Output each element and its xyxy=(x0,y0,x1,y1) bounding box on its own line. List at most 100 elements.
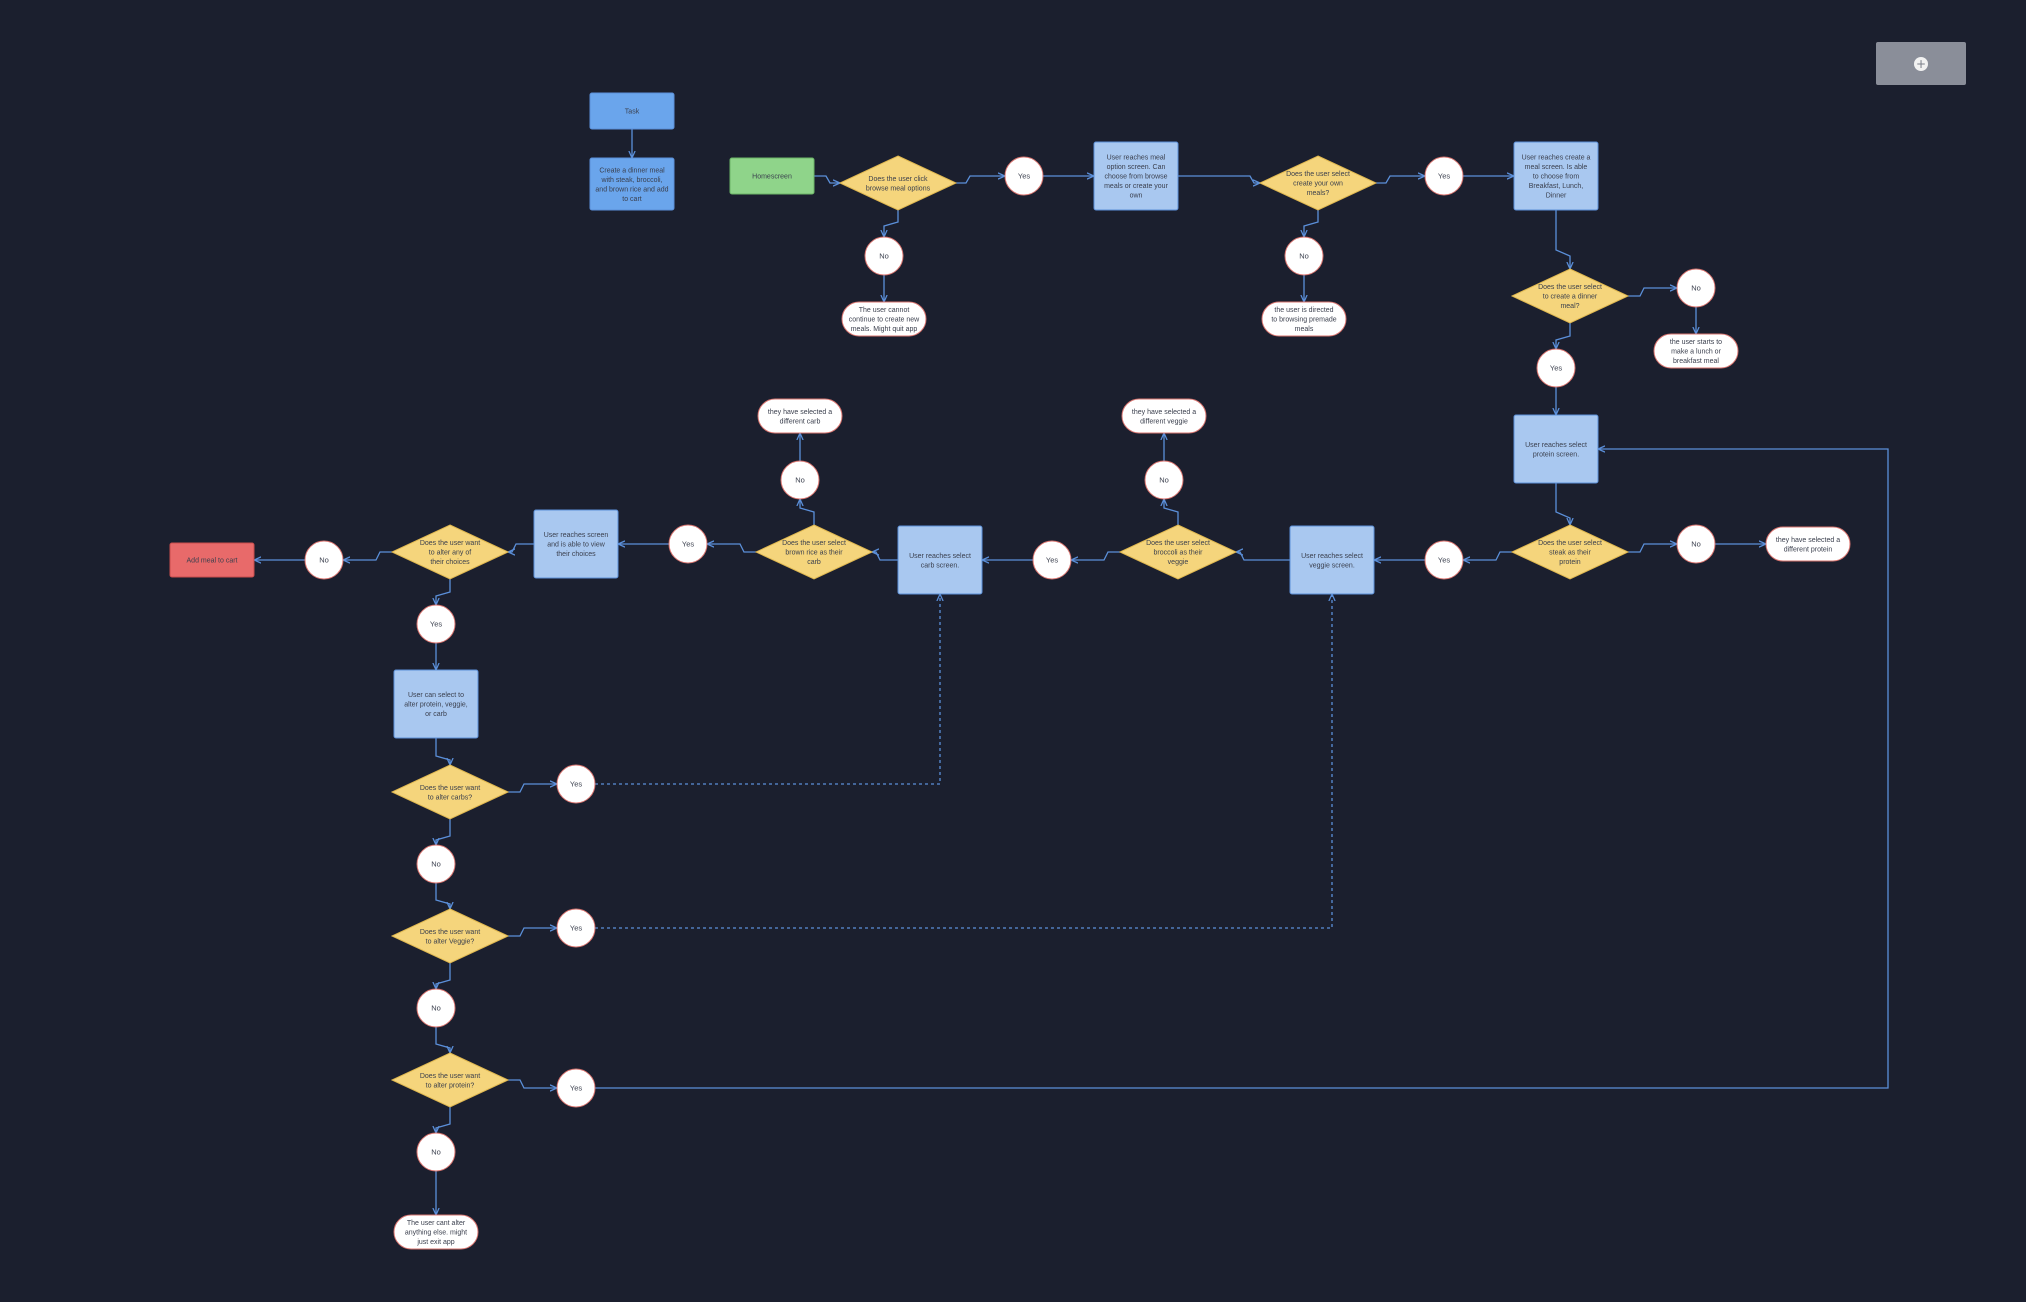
edge-d_alter_carbs-to-c_no8 xyxy=(436,819,451,845)
plus-icon[interactable]: + xyxy=(1914,56,1928,71)
circle-shape xyxy=(1032,540,1072,580)
edge-d_rice-to-c_yes6 xyxy=(707,544,756,553)
node-c-no4[interactable]: No xyxy=(1676,524,1716,564)
node-c-no1[interactable]: No xyxy=(864,236,904,276)
add-widget[interactable]: + xyxy=(1876,42,1966,85)
circle-shape xyxy=(1676,524,1716,564)
edge-c_yes9-to-p_veggie xyxy=(595,594,1332,929)
node-label: Task xyxy=(625,109,640,116)
edge-d_browse-to-c_yes1 xyxy=(956,176,1005,184)
node-c-yes10[interactable]: Yes xyxy=(556,1068,596,1108)
node-homescreen[interactable]: Homescreen xyxy=(729,157,815,195)
node-c-no2[interactable]: No xyxy=(1284,236,1324,276)
edge-c_yes8-to-p_carb xyxy=(595,594,940,785)
edge-d_alter_veggie-to-c_no9 xyxy=(436,963,451,989)
decision-shape xyxy=(1118,524,1238,580)
process-shape xyxy=(1289,525,1375,595)
node-c-yes6[interactable]: Yes xyxy=(668,524,708,564)
node-e-cart[interactable]: Add meal to cart xyxy=(169,542,255,578)
node-c-yes4[interactable]: Yes xyxy=(1424,540,1464,580)
end-shape xyxy=(169,542,255,578)
decision-shape xyxy=(390,1052,510,1108)
node-c-yes1[interactable]: Yes xyxy=(1004,156,1044,196)
circle-shape xyxy=(416,604,456,644)
node-c-yes7[interactable]: Yes xyxy=(416,604,456,644)
node-task[interactable]: Task xyxy=(589,92,675,130)
node-c-yes3[interactable]: Yes xyxy=(1536,348,1576,388)
circle-shape xyxy=(780,460,820,500)
task-shape xyxy=(589,92,675,130)
task-shape xyxy=(589,157,675,211)
circle-shape xyxy=(556,908,596,948)
node-c-yes2[interactable]: Yes xyxy=(1424,156,1464,196)
node-c-no5[interactable]: No xyxy=(1144,460,1184,500)
node-label: No xyxy=(431,1148,441,1157)
node-c-no3[interactable]: No xyxy=(1676,268,1716,308)
node-label: Yes xyxy=(1550,364,1562,373)
node-c-no7[interactable]: No xyxy=(304,540,344,580)
node-label: No xyxy=(1299,252,1309,261)
process-shape xyxy=(897,525,983,595)
edge-d_broccoli-to-c_no5 xyxy=(1164,499,1179,525)
edge-p_veggie-to-d_broccoli xyxy=(1236,552,1290,561)
terminal-shape xyxy=(1765,526,1851,562)
node-c-no10[interactable]: No xyxy=(416,1132,456,1172)
edge-d_steak-to-c_no4 xyxy=(1628,544,1677,553)
circle-shape xyxy=(864,236,904,276)
node-c-no6[interactable]: No xyxy=(780,460,820,500)
node-c-yes5[interactable]: Yes xyxy=(1032,540,1072,580)
edge-p_view-to-d_alter xyxy=(508,543,534,552)
process-shape xyxy=(393,669,479,739)
edge-d_create_own-to-c_no2 xyxy=(1304,210,1319,237)
edge-c_yes10-to-p_protein xyxy=(595,449,1889,1089)
node-c-yes8[interactable]: Yes xyxy=(556,764,596,804)
node-label: No xyxy=(1691,284,1701,293)
edge-d_steak-to-c_yes4 xyxy=(1463,551,1512,560)
node-label: No xyxy=(431,860,441,869)
edge-p_option-to-d_create_own xyxy=(1178,175,1260,183)
node-label: Yes xyxy=(682,540,694,549)
circle-shape xyxy=(1424,156,1464,196)
node-label: No xyxy=(795,476,805,485)
node-c-yes9[interactable]: Yes xyxy=(556,908,596,948)
decision-shape xyxy=(1510,524,1630,580)
node-c-no8[interactable]: No xyxy=(416,844,456,884)
decision-shape xyxy=(838,155,958,211)
circle-shape xyxy=(1536,348,1576,388)
node-c-no9[interactable]: No xyxy=(416,988,456,1028)
